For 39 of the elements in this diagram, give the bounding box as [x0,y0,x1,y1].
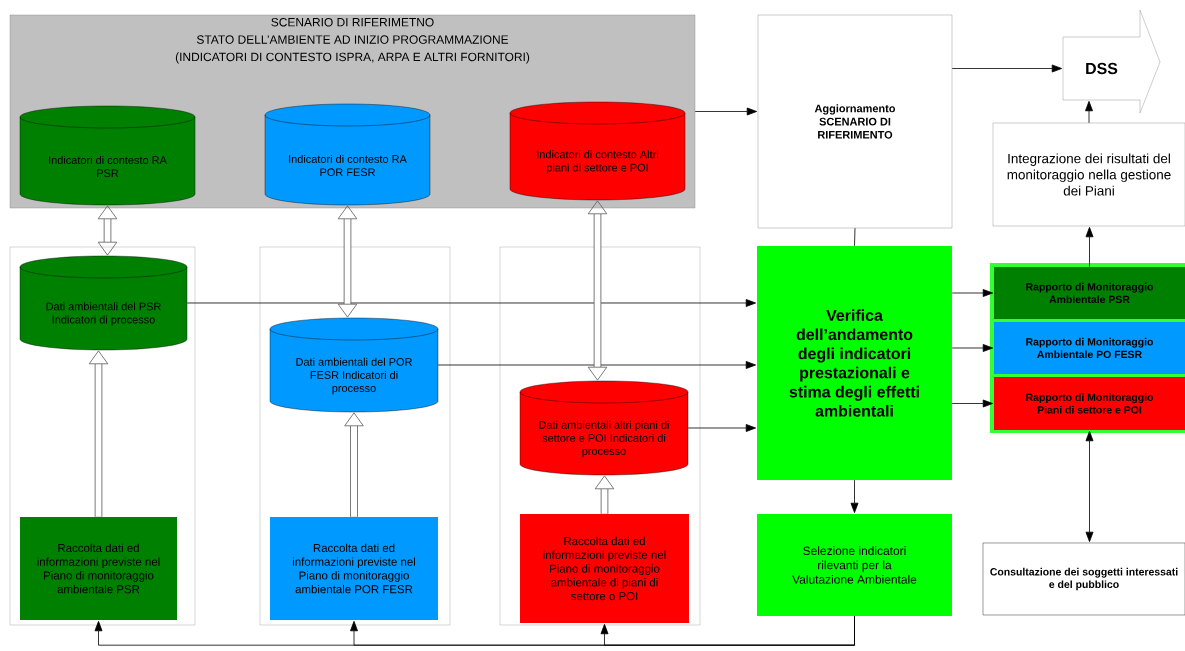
arrow [694,107,758,116]
process-box: Aggiornamento SCENARIO DI RIFERIMENTO [757,14,953,229]
arrow [1085,100,1093,124]
column-frame [499,246,701,626]
arrow [337,205,358,318]
process-box: Raccolta dati ed informazioni previste nel Piano di monitoraggio ambientale PSR [20,517,177,620]
arrow [951,289,994,297]
column-frame [9,246,196,626]
arrow [687,424,757,432]
database-cylinder: Dati ambientali del POR FESR Indicatori di processo [269,317,439,413]
database-cylinder: Dati ambientali altri piani di settore e POI Indicatori di processo [519,380,689,476]
process-box: Raccolta dati ed informazioni previste nel Piano di monitoraggio ambientale POR FESR [270,517,438,620]
arrow [186,299,757,307]
database-cylinder: Indicatori di contesto RA POR FESR [264,103,431,206]
arrow [88,350,109,517]
arrow [594,475,615,514]
arrow [951,64,1063,73]
arrow [1085,430,1094,542]
arrow [600,615,855,646]
process-box: Selezione indicatori rilevanti per la Valutazione Ambientale [757,514,952,616]
arrow [1085,226,1094,268]
arrow [951,399,994,408]
database-cylinder: Indicatori di contesto RA PSR [19,105,196,206]
arrow [97,205,118,256]
report-box: Rapporto di Monitoraggio Piani di settore e POI [994,377,1185,430]
process-box: Consultazione dei soggetti interessati e del pubblico [982,542,1185,616]
arrow [344,412,364,517]
column-frame [259,246,451,626]
process-box: Verifica dell’andamento degli indicatori prestazionali e stima degli effetti ambientali [757,246,952,480]
database-cylinder: Indicatori di contesto Altri piani di settore e POI [509,101,686,201]
arrow [850,479,859,513]
report-box: Rapporto di Monitoraggio Ambientale PO FESR [994,322,1185,374]
database-cylinder: Dati ambientali del PSR Indicatori di processo [19,255,188,351]
arrow [587,200,608,381]
report-box: Rapporto di Monitoraggio Ambientale PSR [994,267,1185,319]
process-box: Raccolta dati ed informazioni previste nel Piano di monitoraggio ambientale di piani di settore o POI [520,514,689,623]
process-box: Integrazione dei risultati del monitoraggio nella gestione dei Piani [992,122,1185,227]
arrow [951,344,994,352]
arrow [437,361,757,369]
